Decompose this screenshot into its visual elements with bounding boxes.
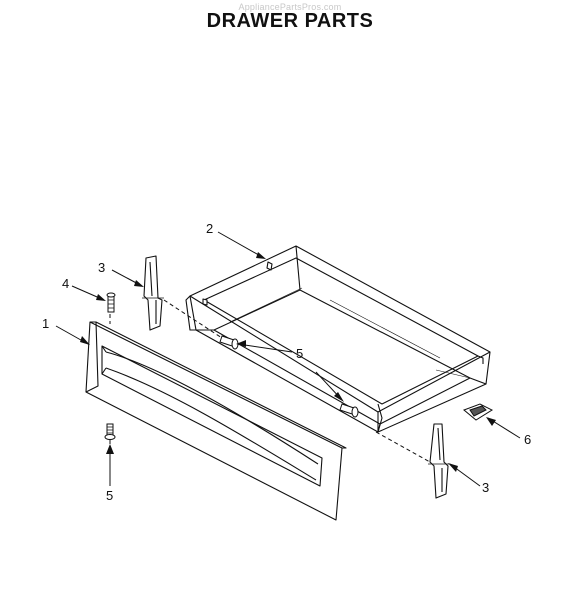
- callout-1: 1: [42, 316, 49, 331]
- drawer-stop-part-6: [463, 403, 494, 421]
- screw-part-5-lower: [104, 423, 116, 440]
- callout-3-left: 3: [98, 260, 105, 275]
- drawer-front-panel: [85, 321, 347, 521]
- screw-part-5-mid: [219, 335, 239, 350]
- callout-2: 2: [206, 221, 213, 236]
- drawer-slide-right: [428, 423, 450, 499]
- callout-3-right: 3: [482, 480, 489, 495]
- page-title: DRAWER PARTS: [206, 10, 374, 32]
- drawer-body: [185, 245, 491, 433]
- callout-4: 4: [62, 276, 69, 291]
- callout-5-mid: 5: [296, 346, 303, 361]
- callout-arrowheads: [80, 252, 496, 472]
- screw-part-5-right: [339, 403, 359, 418]
- watermark: AppliancePartsPros.com: [238, 2, 342, 12]
- drawer-slide-left: [142, 255, 164, 331]
- callout-5-lower: 5: [106, 488, 113, 503]
- pin-part-4: [106, 292, 116, 313]
- callout-6: 6: [524, 432, 531, 447]
